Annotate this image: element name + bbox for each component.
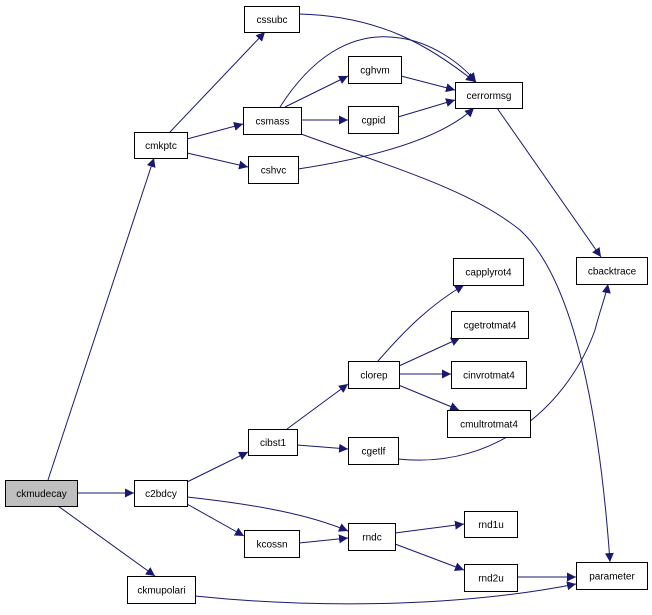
edge-cmkptc-to-cshvc <box>186 152 249 170</box>
node-label-cghvm: cghvm <box>360 66 389 77</box>
node-label-clorep: clorep <box>360 371 388 382</box>
node-label-capplyrot4: capplyrot4 <box>465 268 512 279</box>
edge-kcossn-to-rndc <box>298 534 349 544</box>
node-parameter[interactable]: parameter <box>576 562 648 590</box>
node-cssubc[interactable]: cssubc <box>244 6 300 33</box>
node-cinvrotmat4[interactable]: cinvrotmat4 <box>451 361 527 389</box>
node-box-clorep[interactable] <box>348 361 400 389</box>
edge-clorep-to-capplyrot4 <box>377 284 465 362</box>
node-label-rnd2u: rnd2u <box>478 574 504 585</box>
node-label-rnd1u: rnd1u <box>478 520 504 531</box>
edge-c2bdcy-to-rndc <box>186 496 349 532</box>
edges-layer <box>47 13 614 605</box>
node-cibst1[interactable]: cibst1 <box>248 429 298 456</box>
node-box-cmkptc[interactable] <box>134 132 188 159</box>
node-label-cgetlf: cgetlf <box>362 447 386 458</box>
nodes-layer: cssubc cmkptc csmass cghvm cgpid cerrormsg csh… <box>5 6 648 604</box>
edge-clorep-to-cmultrotmat4 <box>395 383 460 411</box>
node-ckmupolari[interactable]: ckmupolari <box>127 576 196 604</box>
node-label-cerrormsg: cerrormsg <box>466 91 511 102</box>
edge-cerrormsg-to-cbacktrace <box>496 107 602 258</box>
node-ckmudecay[interactable]: ckmudecay <box>5 480 78 507</box>
edge-clorep-to-cgetrotmat4 <box>398 337 461 367</box>
node-rndc[interactable]: rndc <box>348 523 396 551</box>
edge-csmass-to-cghvm <box>284 75 349 108</box>
node-box-cibst1[interactable] <box>248 429 298 456</box>
edge-cshvc-to-cerrormsg <box>297 107 475 170</box>
node-label-ckmupolari: ckmupolari <box>137 586 185 597</box>
node-box-capplyrot4[interactable] <box>453 258 524 286</box>
node-label-cshvc: cshvc <box>261 166 287 177</box>
node-label-cbacktrace: cbacktrace <box>588 267 637 278</box>
node-box-cgpid[interactable] <box>348 106 399 134</box>
node-box-cerrormsg[interactable] <box>455 82 523 109</box>
edge-ckmudecay-to-ckmupolari <box>57 505 156 577</box>
node-cgetlf[interactable]: cgetlf <box>348 437 399 465</box>
node-cghvm[interactable]: cghvm <box>348 56 402 84</box>
node-box-parameter[interactable] <box>576 562 648 590</box>
node-label-cibst1: cibst1 <box>260 438 287 449</box>
node-box-kcossn[interactable] <box>244 530 300 558</box>
edge-rndc-to-rnd1u <box>394 520 465 534</box>
node-rnd2u[interactable]: rnd2u <box>464 564 518 592</box>
edge-csmass-to-parameter <box>300 133 614 563</box>
node-kcossn[interactable]: kcossn <box>244 530 300 558</box>
node-label-parameter: parameter <box>589 572 635 583</box>
edge-ckmudecay-to-cmkptc <box>47 157 156 481</box>
node-csmass[interactable]: csmass <box>243 107 302 135</box>
edge-rndc-to-rnd2u <box>394 543 465 572</box>
edge-c2bdcy-to-cibst1 <box>186 451 249 483</box>
node-label-cmkptc: cmkptc <box>145 141 177 152</box>
node-box-cgetlf[interactable] <box>348 437 399 465</box>
edge-ckmupolari-to-parameter <box>194 581 577 605</box>
node-box-c2bdcy[interactable] <box>134 480 188 507</box>
node-label-rndc: rndc <box>362 533 381 544</box>
edge-cmkptc-to-cssubc <box>169 31 266 133</box>
node-label-cgpid: cgpid <box>362 116 386 127</box>
node-cgetrotmat4[interactable]: cgetrotmat4 <box>451 311 529 339</box>
edge-cibst1-to-clorep <box>286 383 349 430</box>
edge-cgetlf-to-cbacktrace <box>397 283 611 461</box>
edge-cmkptc-to-csmass <box>186 121 244 140</box>
node-box-cghvm[interactable] <box>348 56 402 84</box>
node-box-csmass[interactable] <box>243 107 302 135</box>
node-label-cmultrotmat4: cmultrotmat4 <box>460 420 518 431</box>
edge-cssubc-to-cerrormsg <box>298 13 476 83</box>
node-label-cinvrotmat4: cinvrotmat4 <box>463 371 515 382</box>
node-c2bdcy[interactable]: c2bdcy <box>134 480 188 507</box>
edge-cgpid-to-cerrormsg <box>397 98 456 118</box>
node-label-kcossn: kcossn <box>256 540 287 551</box>
node-label-cgetrotmat4: cgetrotmat4 <box>464 321 517 332</box>
edge-csmass-to-cerrormsg <box>279 36 477 108</box>
node-cerrormsg[interactable]: cerrormsg <box>455 82 523 109</box>
node-label-ckmudecay: ckmudecay <box>16 489 67 500</box>
node-cmkptc[interactable]: cmkptc <box>134 132 188 159</box>
node-label-csmass: csmass <box>256 117 290 128</box>
node-clorep[interactable]: clorep <box>348 361 400 389</box>
edge-cghvm-to-cerrormsg <box>400 75 456 93</box>
edge-c2bdcy-to-kcossn <box>186 503 245 537</box>
node-box-cinvrotmat4[interactable] <box>451 361 527 389</box>
node-box-rnd2u[interactable] <box>464 564 518 592</box>
node-rnd1u[interactable]: rnd1u <box>464 511 518 538</box>
node-box-cgetrotmat4[interactable] <box>451 311 529 339</box>
node-capplyrot4[interactable]: capplyrot4 <box>453 258 524 286</box>
node-label-c2bdcy: c2bdcy <box>145 489 177 500</box>
node-cmultrotmat4[interactable]: cmultrotmat4 <box>447 410 531 438</box>
node-cbacktrace[interactable]: cbacktrace <box>576 257 648 285</box>
node-box-rnd1u[interactable] <box>464 511 518 538</box>
node-cshvc[interactable]: cshvc <box>248 156 299 184</box>
edge-cibst1-to-cgetlf <box>296 443 349 453</box>
node-box-cshvc[interactable] <box>248 156 299 184</box>
node-box-cssubc[interactable] <box>244 6 300 33</box>
node-cgpid[interactable]: cgpid <box>348 106 399 134</box>
node-box-rndc[interactable] <box>348 523 396 551</box>
node-box-ckmupolari[interactable] <box>127 576 196 604</box>
node-box-cmultrotmat4[interactable] <box>447 410 531 438</box>
node-box-cbacktrace[interactable] <box>576 257 648 285</box>
node-label-cssubc: cssubc <box>256 15 287 26</box>
node-box-ckmudecay[interactable] <box>5 480 78 507</box>
